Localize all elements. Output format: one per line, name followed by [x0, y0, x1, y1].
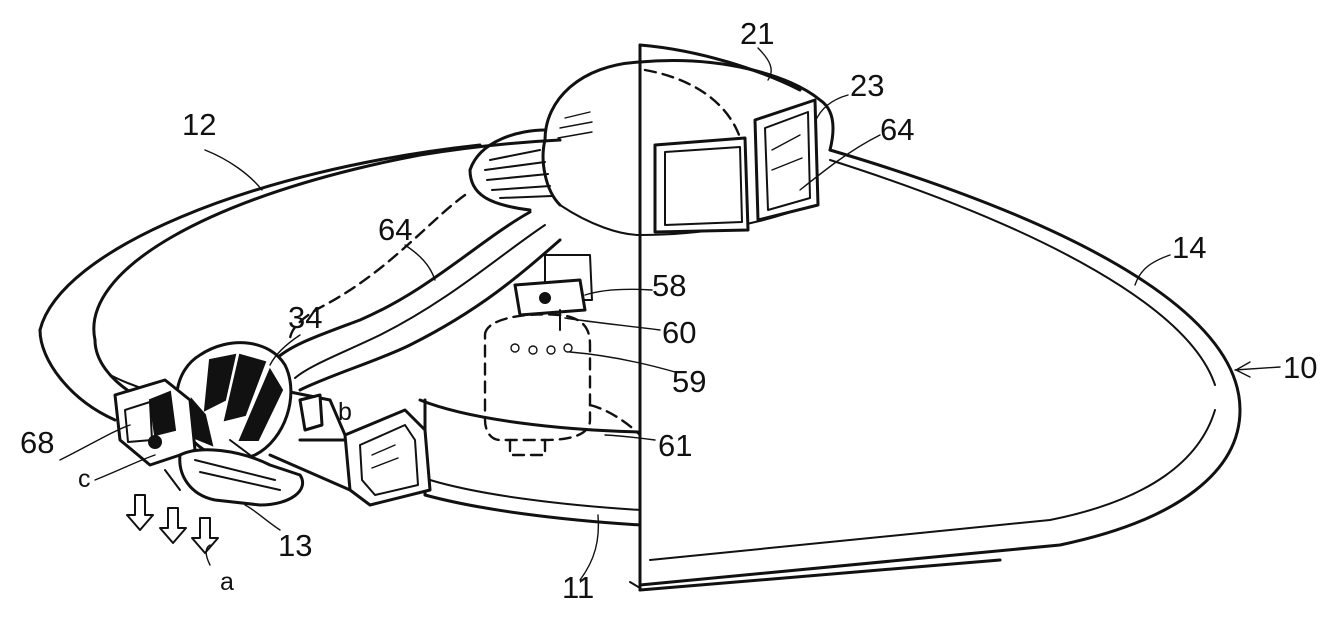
- label-61: 61: [658, 428, 692, 463]
- label-58: 58: [652, 268, 686, 303]
- nozzle-outlet: [113, 378, 304, 507]
- label-23: 23: [850, 68, 884, 103]
- upper-disc-right: [638, 43, 1002, 592]
- label-64-left: 64: [378, 212, 412, 247]
- label-10: 10: [1283, 350, 1317, 385]
- label-34: 34: [288, 300, 322, 335]
- label-b: b: [338, 398, 352, 426]
- vent-ring: [468, 128, 553, 212]
- label-64-right: 64: [880, 112, 914, 147]
- inner-cavity: [273, 193, 562, 392]
- label-12: 12: [182, 107, 216, 142]
- label-13: 13: [278, 528, 312, 563]
- leader-lines: [59, 47, 1281, 581]
- duct-assembly: [268, 388, 432, 507]
- label-11: 11: [562, 570, 594, 605]
- airflow-arrows: [126, 494, 219, 554]
- label-60: 60: [662, 315, 696, 350]
- label-21: 21: [740, 16, 774, 51]
- label-14: 14: [1172, 230, 1206, 265]
- label-68: 68: [20, 425, 54, 460]
- label-59: 59: [672, 364, 706, 399]
- lower-housing: [418, 398, 642, 527]
- disc-rim: [38, 143, 1242, 589]
- turbine-fan: [175, 341, 293, 463]
- label-c: c: [78, 465, 91, 493]
- label-a: a: [220, 568, 234, 596]
- dome-windows: [653, 98, 820, 234]
- reference-labels: 21 23 64 12 64 14 58 34 60 59 10 68 b 61…: [20, 16, 1317, 605]
